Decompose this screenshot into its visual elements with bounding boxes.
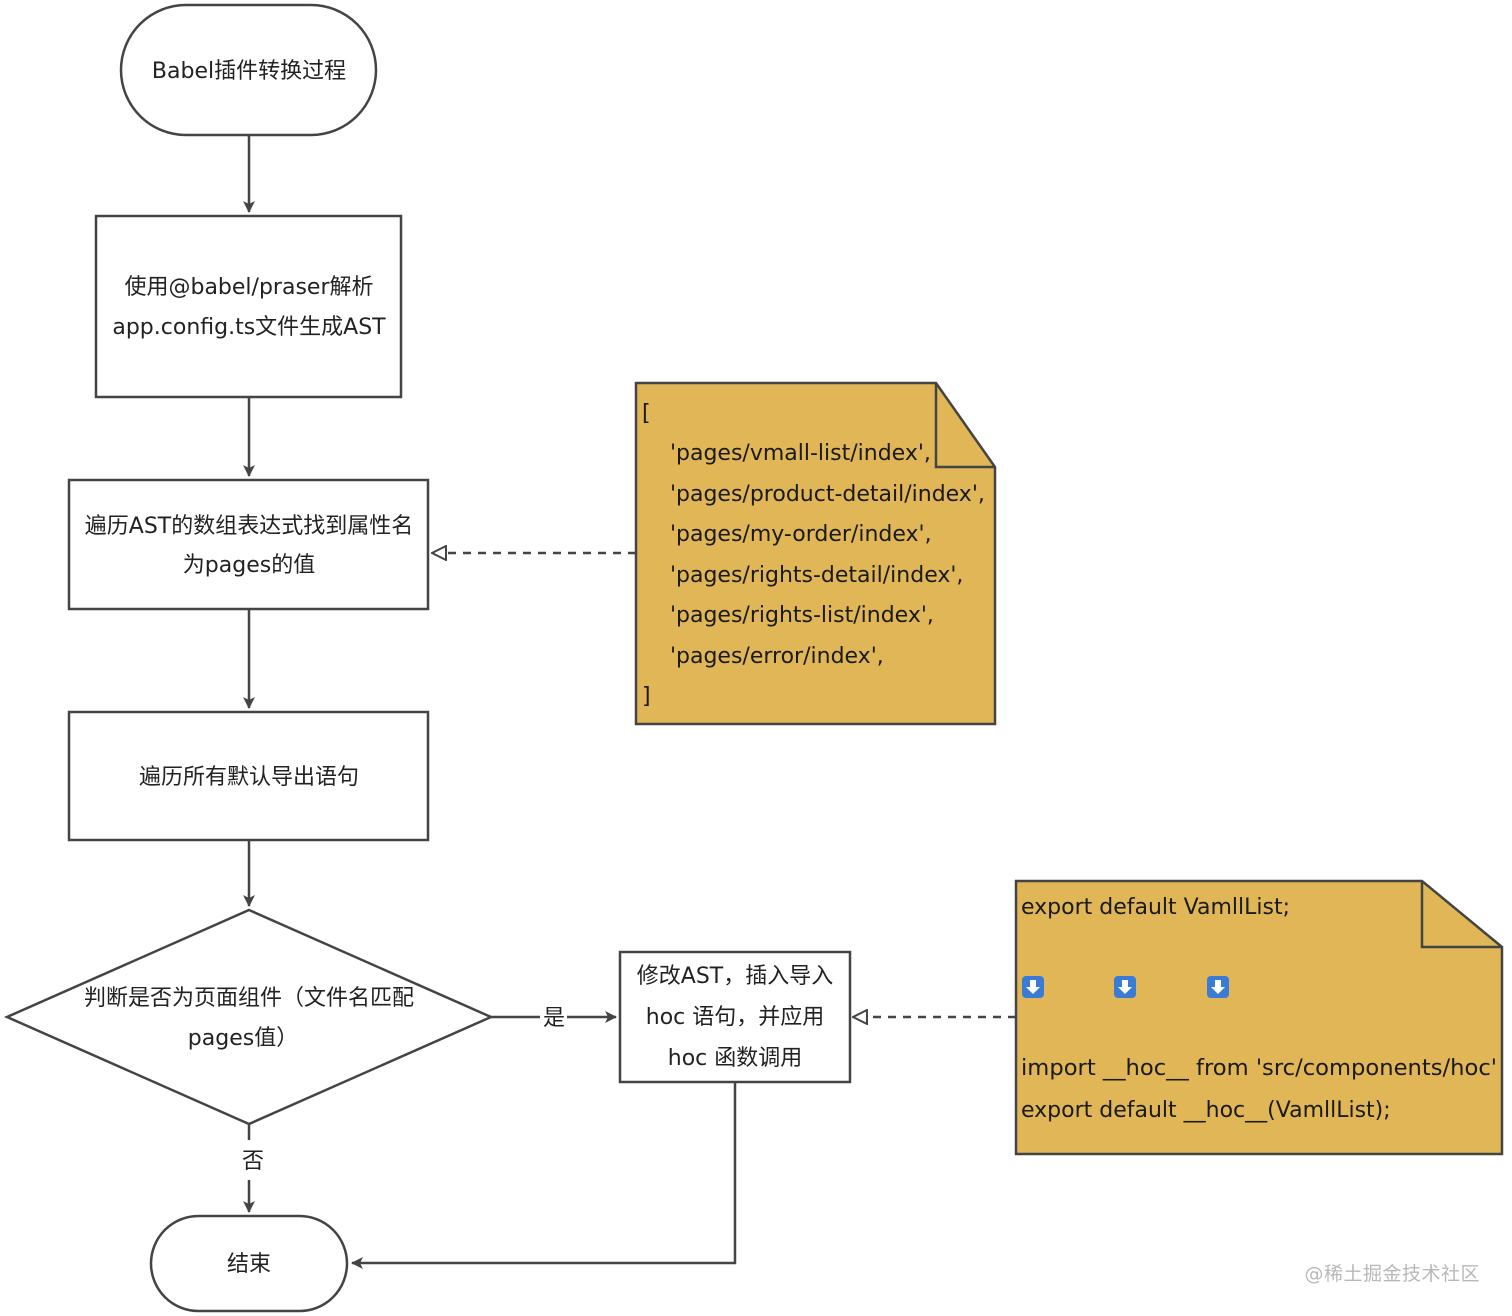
node-traverse-array-label-line-1: 遍历AST的数组表达式找到属性名 xyxy=(85,514,413,539)
node-end-shape xyxy=(149,1214,349,1313)
edge-modify-to-end xyxy=(351,1082,737,1269)
note-pages-list-line-4: 'pages/my-order/index', xyxy=(642,522,932,547)
edge-label-no: 否 xyxy=(242,1149,264,1174)
arrow-down-icon xyxy=(1022,976,1044,998)
arrow-down-icon xyxy=(1207,976,1229,998)
node-parse-shape xyxy=(94,214,403,399)
note-pages-list: [ 'pages/vmall-list/index', 'pages/produ… xyxy=(634,381,997,726)
node-start-shape xyxy=(119,3,378,137)
node-modify: 修改AST，插入导入 hoc 语句，并应用 hoc 函数调用 xyxy=(618,950,852,1084)
node-start: Babel插件转换过程 xyxy=(119,3,378,137)
note-code-transform-shape xyxy=(1014,879,1504,1156)
node-traverse-exports: 遍历所有默认导出语句 xyxy=(67,710,430,842)
node-start-label: Babel插件转换过程 xyxy=(152,59,346,84)
node-traverse-array-label-line-2: 为pages的值 xyxy=(183,553,315,578)
node-end: 结束 xyxy=(149,1214,349,1313)
note-code-transform: export default VamllList; import __hoc__… xyxy=(1014,879,1504,1156)
note-pages-list-line-2: 'pages/vmall-list/index', xyxy=(642,441,931,466)
node-parse-label-line-1: 使用@babel/praser解析 xyxy=(124,275,373,300)
node-traverse-array: 遍历AST的数组表达式找到属性名 为pages的值 xyxy=(67,478,430,611)
note-pages-list-line-1: [ xyxy=(642,401,651,426)
note-pages-list-fold xyxy=(934,383,995,469)
node-traverse-array-shape xyxy=(67,478,430,611)
arrow-down-icon xyxy=(1114,976,1136,998)
watermark: @稀土掘金技术社区 xyxy=(1304,1263,1480,1285)
node-decision: 判断是否为页面组件（文件名匹配 pages值） xyxy=(3,908,495,1126)
node-modify-label-line-2: hoc 语句，并应用 xyxy=(646,1005,825,1030)
note-code-transform-line-import: import __hoc__ from 'src/components/hoc' xyxy=(1021,1056,1497,1081)
note-pages-list-shape xyxy=(634,381,997,726)
edge-label-yes: 是 xyxy=(543,1006,565,1031)
node-traverse-exports-label: 遍历所有默认导出语句 xyxy=(139,765,359,790)
node-traverse-exports-shape xyxy=(67,710,430,842)
note-pages-list-line-3: 'pages/product-detail/index', xyxy=(642,482,985,507)
note-pages-list-line-5: 'pages/rights-detail/index', xyxy=(642,563,963,588)
node-decision-label-line-2: pages值） xyxy=(188,1026,298,1051)
edges xyxy=(243,136,1016,1269)
node-modify-shape xyxy=(618,950,852,1084)
node-modify-label-line-1: 修改AST，插入导入 xyxy=(637,964,833,989)
note-pages-list-line-7: 'pages/error/index', xyxy=(642,644,884,669)
note-code-transform-line-before: export default VamllList; xyxy=(1021,895,1290,920)
node-parse-label-line-2: app.config.ts文件生成AST xyxy=(112,315,386,340)
note-code-transform-fold xyxy=(1420,881,1502,949)
node-parse: 使用@babel/praser解析 app.config.ts文件生成AST xyxy=(94,214,403,399)
node-decision-label-line-1: 判断是否为页面组件（文件名匹配 xyxy=(84,986,414,1011)
note-pages-list-line-6: 'pages/rights-list/index', xyxy=(642,603,934,628)
node-modify-label-line-3: hoc 函数调用 xyxy=(668,1046,803,1071)
node-end-label: 结束 xyxy=(227,1252,271,1277)
node-decision-shape xyxy=(3,908,495,1126)
note-pages-list-line-8: ] xyxy=(642,684,651,709)
note-code-transform-line-export: export default __hoc__(VamllList); xyxy=(1021,1098,1391,1123)
